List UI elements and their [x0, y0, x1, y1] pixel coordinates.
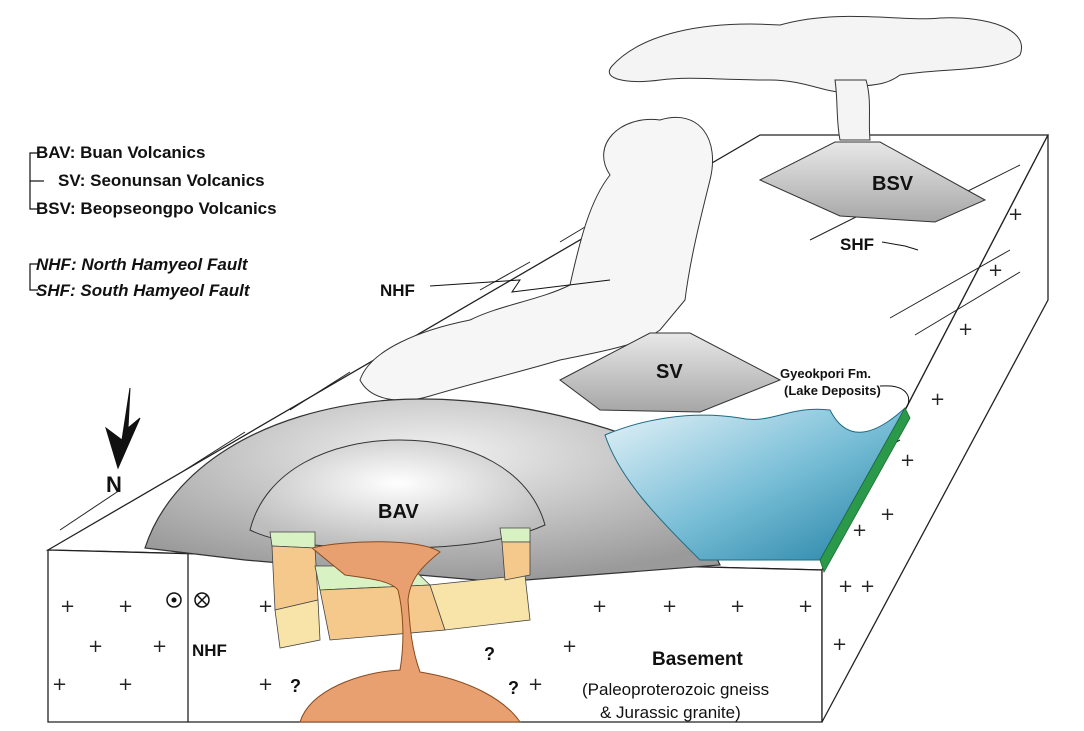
shf-label: SHF — [840, 235, 874, 254]
nhf-front-label: NHF — [192, 641, 227, 660]
svg-text:+: + — [958, 319, 973, 340]
legend-name: North Hamyeol Fault — [81, 255, 248, 274]
north-label: N — [106, 472, 122, 497]
question-mark-right: ? — [508, 678, 519, 698]
svg-text:+: + — [1008, 204, 1023, 225]
fault-motion-symbols — [166, 592, 210, 608]
layer-orange-left — [271, 545, 319, 611]
svg-text:+: + — [592, 596, 607, 617]
question-mark-left: ? — [290, 676, 301, 696]
legend-fault-nhf: NHF: North Hamyeol Fault — [36, 254, 248, 276]
svg-text:+: + — [528, 674, 543, 695]
svg-text:+: + — [852, 520, 867, 541]
legend-name: Buan Volcanics — [80, 143, 206, 162]
svg-text:+: + — [88, 636, 103, 657]
svg-text:+: + — [152, 636, 167, 657]
layer-green-left — [269, 531, 316, 549]
basement-desc-line2: & Jurassic granite) — [600, 703, 741, 722]
svg-text:+: + — [258, 596, 273, 617]
layer-orange-center — [319, 584, 446, 641]
sv-volcano — [359, 117, 782, 413]
basement-label: Basement — [652, 649, 743, 670]
legend-brackets — [29, 152, 44, 291]
legend-volcanics-sv: SV: Seonunsan Volcanics — [58, 170, 265, 192]
basement-crosses: + + + + + + + + + + + + + + + + + + + + … — [52, 204, 1023, 695]
svg-text:+: + — [118, 674, 133, 695]
north-arrow — [105, 387, 141, 470]
magma-chamber — [299, 541, 521, 723]
legend-abbr: BAV: — [36, 143, 76, 162]
bsv-volcano — [608, 15, 1023, 223]
svg-text:+: + — [562, 636, 577, 657]
bav-label: BAV — [378, 501, 419, 523]
nhf-top-label: NHF — [380, 281, 415, 300]
question-mark-center: ? — [484, 644, 495, 664]
svg-text:+: + — [258, 674, 273, 695]
svg-text:+: + — [52, 674, 67, 695]
svg-text:+: + — [118, 596, 133, 617]
layer-yellow-left — [274, 599, 321, 649]
legend-volcanics-bsv: BSV: Beopseongpo Volcanics — [36, 198, 277, 220]
north-arrow-icon — [105, 387, 141, 470]
bsv-plume — [608, 15, 1023, 93]
leader-lines — [429, 241, 919, 409]
lake-deposits — [604, 407, 911, 573]
legend-abbr: SHF: — [36, 281, 76, 300]
into-page-symbol — [194, 592, 210, 608]
legend-fault-shf: SHF: South Hamyeol Fault — [36, 280, 249, 302]
svg-text:+: + — [838, 576, 853, 597]
svg-text:+: + — [880, 504, 895, 525]
lake-surface — [604, 407, 906, 561]
bsv-label: BSV — [872, 173, 914, 195]
legend-volcanics-bav: BAV: Buan Volcanics — [36, 142, 205, 164]
layer-orange-right — [501, 541, 531, 581]
svg-text:+: + — [930, 389, 945, 410]
svg-text:+: + — [860, 576, 875, 597]
legend-name: South Hamyeol Fault — [80, 281, 250, 300]
svg-text:+: + — [988, 260, 1003, 281]
svg-text:+: + — [730, 596, 745, 617]
sv-label: SV — [656, 361, 683, 383]
lake-label-line1: Gyeokpori Fm. — [780, 366, 871, 381]
svg-text:+: + — [798, 596, 813, 617]
legend-abbr: BSV: — [36, 199, 76, 218]
legend-name: Seonunsan Volcanics — [90, 171, 265, 190]
bsv-cone — [758, 141, 987, 223]
svg-text:+: + — [60, 596, 75, 617]
layer-green-right — [499, 527, 531, 543]
caldera-cross-section — [269, 527, 531, 723]
svg-text:+: + — [662, 596, 677, 617]
layer-yellow-right — [429, 574, 531, 631]
lake-side-layers — [819, 407, 911, 573]
sv-plume — [359, 117, 714, 401]
legend-name: Beopseongpo Volcanics — [80, 199, 277, 218]
out-of-page-symbol — [166, 592, 182, 608]
svg-text:+: + — [832, 634, 847, 655]
legend-abbr: NHF: — [36, 255, 77, 274]
svg-text:+: + — [900, 450, 915, 471]
basement-desc-line1: (Paleoproterozoic gneiss — [582, 680, 769, 699]
block-right-face — [821, 134, 1049, 723]
legend-abbr: SV: — [58, 171, 86, 190]
sv-cone — [559, 332, 782, 413]
bsv-column — [834, 79, 871, 141]
lake-label-line2: (Lake Deposits) — [784, 383, 881, 398]
